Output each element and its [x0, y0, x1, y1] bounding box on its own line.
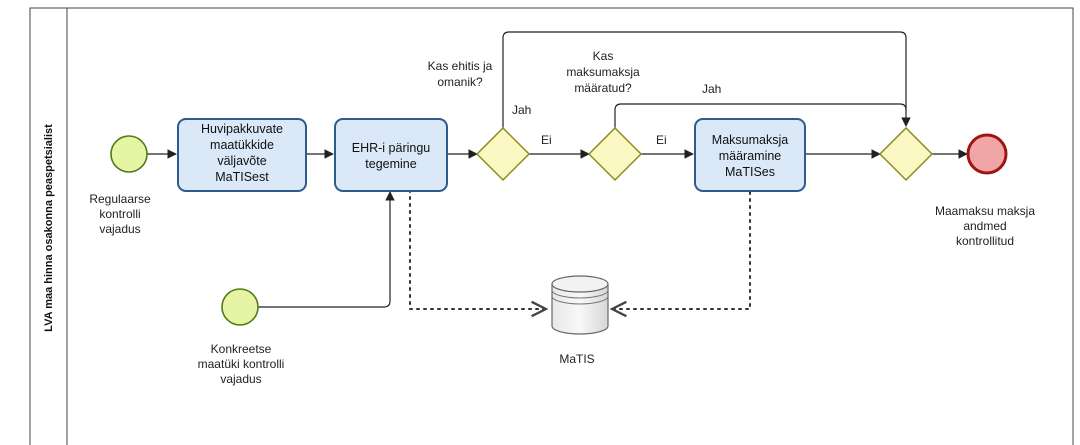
lane-title: LVA maa hinna osakonna peaspetsialist: [43, 124, 55, 332]
start-regular-label: Regulaarse kontrolli vajadus: [89, 192, 151, 236]
gateway-payer[interactable]: [587, 126, 643, 182]
datastore-label: MaTIS: [559, 352, 594, 366]
start-event-specific[interactable]: [221, 288, 259, 326]
task-assign-line-1: Maksumaksja: [712, 133, 788, 147]
gateway-owner-line-1: Kas ehitis ja: [428, 59, 493, 73]
gateway-payer-line-1: Kas: [593, 49, 614, 63]
end-line-1: Maamaksu maksja: [935, 204, 1035, 218]
start-specific-label: Konkreetse maatüki kontrolli vajadus: [198, 342, 285, 386]
task-assign-line-2: määramine: [719, 149, 782, 163]
start-event-regular[interactable]: [110, 135, 148, 173]
gateway-payer-label: Kas maksumaksja määratud?: [566, 49, 640, 95]
gateway-owner[interactable]: [475, 126, 531, 182]
end-event[interactable]: [966, 133, 1008, 175]
task-assign-line-3: MaTISes: [725, 165, 775, 179]
gateway-payer-line-3: määratud?: [574, 81, 632, 95]
end-label: Maamaksu maksja andmed kontrollitud: [935, 204, 1035, 248]
task-query[interactable]: [334, 118, 448, 192]
association-assign-to-matis: [612, 191, 751, 309]
start-specific-line-1: Konkreetse: [211, 342, 272, 356]
task-extract-line-1: Huvipakkuvate: [201, 122, 283, 136]
task-query-line-1: EHR-i päringu: [352, 141, 431, 155]
flow-gateway1-yes: [502, 31, 911, 128]
start-regular-line-2: kontrolli: [99, 207, 140, 221]
task-query-label: EHR-i päringu tegemine: [352, 141, 431, 171]
flow-label-g2-no: Ei: [656, 133, 667, 147]
task-query-line-2: tegemine: [365, 157, 416, 171]
task-assign-label: Maksumaksja määramine MaTISes: [712, 133, 788, 179]
task-extract-line-3: väljavõte: [217, 154, 266, 168]
flow-label-g1-yes: Jah: [512, 103, 531, 117]
gateway-owner-line-2: omanik?: [437, 75, 483, 89]
data-associations: [409, 189, 751, 309]
datastore-matis[interactable]: [551, 275, 609, 335]
flow-start2-to-query: [258, 191, 395, 308]
gateway-owner-label: Kas ehitis ja omanik?: [428, 59, 493, 89]
end-line-3: kontrollitud: [956, 234, 1014, 248]
flow-label-g2-yes: Jah: [702, 82, 721, 96]
task-assign[interactable]: [694, 118, 806, 192]
start-regular-line-1: Regulaarse: [89, 192, 151, 206]
gateway-payer-line-2: maksumaksja: [566, 65, 640, 79]
task-extract[interactable]: [177, 118, 307, 192]
task-extract-line-4: MaTISest: [215, 170, 269, 184]
start-specific-line-3: vajadus: [220, 372, 261, 386]
swimlane: LVA maa hinna osakonna peaspetsialist: [29, 7, 1074, 445]
task-extract-label: Huvipakkuvate maatükkide väljavõte MaTIS…: [201, 122, 283, 184]
start-regular-line-3: vajadus: [99, 222, 140, 236]
start-specific-line-2: maatüki kontrolli: [198, 357, 285, 371]
association-query-to-matis: [409, 189, 546, 309]
flow-gateway2-yes: [614, 103, 907, 128]
task-extract-line-2: maatükkide: [210, 138, 274, 152]
gateway-merge[interactable]: [878, 126, 934, 182]
sequence-flows: [147, 31, 968, 308]
flow-label-g1-no: Ei: [541, 133, 552, 147]
end-line-2: andmed: [963, 219, 1006, 233]
